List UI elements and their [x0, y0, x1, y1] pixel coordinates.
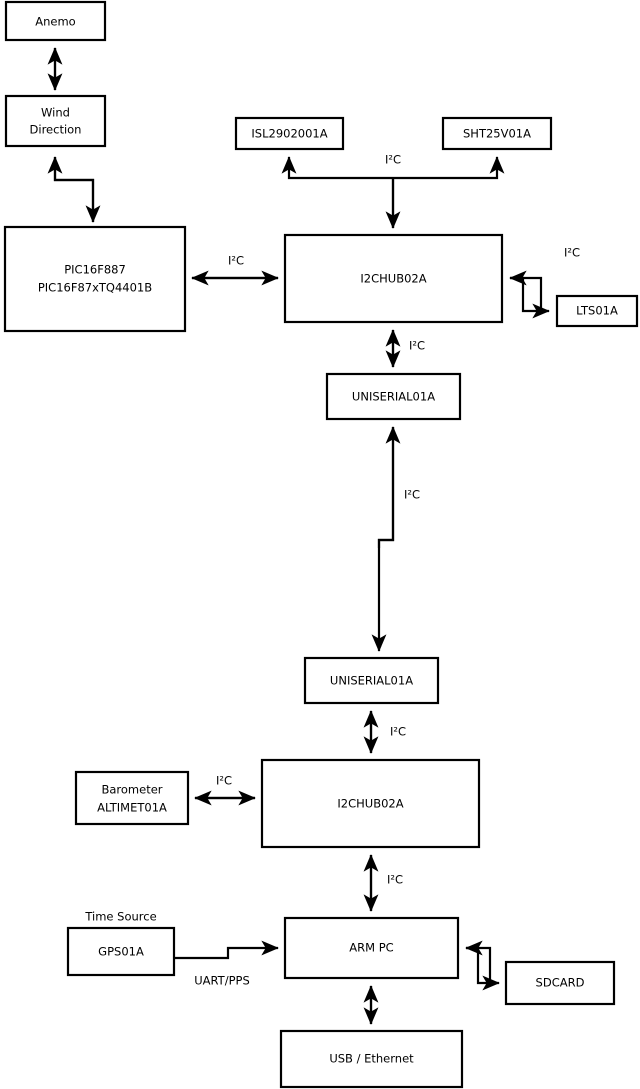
- node-anemo[interactable]: Anemo: [4, 0, 107, 42]
- node-barometer-label-line2: ALTIMET01A: [97, 801, 167, 815]
- connector-hub-sht: [393, 156, 505, 180]
- connector-hub-isl: [281, 156, 393, 180]
- node-wind-direction[interactable]: Wind Direction: [4, 94, 107, 148]
- node-i2chub02a-top-label: I2CHUB02A: [360, 272, 426, 286]
- node-pic-label-line2: PIC16F87xTQ4401B: [38, 281, 152, 295]
- connector-wind-pic: [53, 157, 101, 223]
- node-sdcard[interactable]: SDCARD: [504, 960, 616, 1006]
- node-uniserial01a-top-label: UNISERIAL01A: [352, 390, 435, 404]
- node-uniserial01a-bottom[interactable]: UNISERIAL01A: [303, 656, 440, 705]
- node-uniserial01a-top[interactable]: UNISERIAL01A: [325, 372, 462, 421]
- edge-label-i2c-uniserial-link: I²C: [404, 488, 420, 502]
- node-gps01a-label: GPS01A: [98, 945, 144, 959]
- node-i2chub02a-top[interactable]: I2CHUB02A: [283, 233, 504, 324]
- node-pic-label-line1: PIC16F887: [64, 263, 126, 277]
- edge-label-i2c-pic-hub: I²C: [228, 254, 244, 268]
- label-time-source: Time Source: [84, 910, 156, 924]
- node-wind-direction-label-line2: Direction: [30, 123, 82, 137]
- edge-label-i2c-hub2-armpc: I²C: [387, 873, 403, 887]
- node-i2chub02a-bottom[interactable]: I2CHUB02A: [260, 758, 481, 849]
- edge-labels: I²C I²C I²C I²C I²C I²C I²C I²C UART/PPS: [194, 153, 580, 988]
- connector-gps-armpc: [174, 940, 279, 960]
- edge-label-i2c-isl-sht: I²C: [385, 153, 401, 167]
- edge-label-i2c-hub-uniserial: I²C: [409, 339, 425, 353]
- connector-armpc-sdcard: [466, 946, 500, 991]
- node-uniserial01a-bottom-label: UNISERIAL01A: [330, 674, 413, 688]
- connector-uniserial-link-up: [377, 426, 401, 548]
- node-i2chub02a-bottom-label: I2CHUB02A: [337, 797, 403, 811]
- edge-label-i2c-hub-lts: I²C: [564, 246, 580, 260]
- node-lts01a-label: LTS01A: [576, 304, 618, 318]
- connector-lts-hub: [509, 270, 543, 311]
- node-lts01a[interactable]: LTS01A: [555, 294, 639, 328]
- node-arm-pc[interactable]: ARM PC: [283, 916, 460, 980]
- node-sht25v01a[interactable]: SHT25V01A: [441, 116, 553, 151]
- nodes: Anemo Wind Direction PIC16F887 PIC16F87x…: [3, 0, 639, 1089]
- node-anemo-label: Anemo: [35, 15, 75, 29]
- node-arm-pc-label: ARM PC: [349, 941, 393, 955]
- node-barometer-label-line1: Barometer: [101, 783, 162, 797]
- connector-hub-lts: [510, 276, 550, 319]
- edge-label-uart-pps: UART/PPS: [194, 974, 250, 988]
- edge-label-i2c-uniserial-hub2: I²C: [390, 725, 406, 739]
- node-usb-ethernet-label: USB / Ethernet: [329, 1052, 414, 1066]
- node-sht25v01a-label: SHT25V01A: [463, 127, 531, 141]
- node-isl2902001a-label: ISL2902001A: [251, 127, 327, 141]
- node-sdcard-label: SDCARD: [536, 976, 585, 990]
- edge-label-i2c-barometer-hub2: I²C: [216, 774, 232, 788]
- connector-uniserial-link-down: [371, 427, 395, 652]
- node-isl2902001a[interactable]: ISL2902001A: [234, 116, 345, 151]
- node-usb-ethernet[interactable]: USB / Ethernet: [279, 1029, 464, 1089]
- node-pic[interactable]: PIC16F887 PIC16F87xTQ4401B: [3, 225, 187, 333]
- connectors: [47, 47, 550, 1025]
- node-gps01a[interactable]: GPS01A: [66, 926, 176, 977]
- node-wind-direction-label-line1: Wind: [41, 106, 70, 120]
- node-barometer[interactable]: Barometer ALTIMET01A: [74, 770, 190, 826]
- free-labels: Time Source: [84, 910, 156, 924]
- connector-pic-wind: [47, 156, 95, 222]
